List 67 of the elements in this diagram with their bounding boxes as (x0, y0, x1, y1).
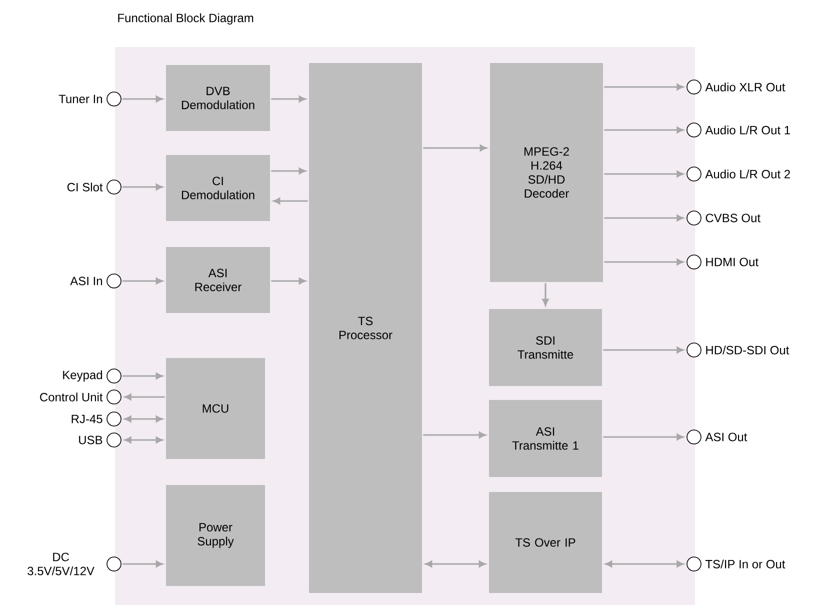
arrow (271, 168, 306, 174)
port-label: CVBS Out (706, 214, 760, 222)
port-circle (106, 556, 122, 572)
block-box: MPEG-2 H.264 SD/HD Decoder (490, 63, 603, 282)
port-circle (106, 368, 122, 384)
block-box: ASI Transmitte 1 (489, 400, 602, 477)
port-circle (686, 122, 702, 138)
port-label: Tuner In (58, 94, 102, 104)
port-label: Audio L/R Out 1 (705, 126, 790, 134)
block-box: TS Processor (309, 63, 422, 593)
port-label: TS/IP In or Out (705, 560, 786, 568)
port-circle (686, 166, 702, 182)
port-circle (106, 274, 122, 288)
block-box: MCU (166, 358, 265, 459)
arrow (604, 258, 684, 266)
port-circle (686, 80, 702, 94)
block-box: CI Demodulation (166, 155, 270, 221)
arrow (542, 283, 549, 306)
arrow (604, 126, 684, 134)
block-box: Power Supply (166, 485, 265, 586)
arrow (271, 278, 306, 284)
arrow (122, 184, 163, 190)
port-label: USB (79, 436, 102, 444)
port-label: ASI Out (705, 432, 748, 442)
port-label: HD/SD-SDI Out (706, 346, 790, 354)
arrow (423, 144, 487, 152)
port-label: RJ-45 (72, 414, 102, 424)
arrow (604, 170, 684, 178)
arrow (603, 434, 684, 440)
port-circle (106, 92, 122, 106)
arrow (122, 96, 163, 102)
arrow (124, 394, 165, 400)
port-label: Audio L/R Out 2 (705, 170, 790, 178)
block-box: TS Over IP (489, 492, 602, 593)
port-circle (686, 210, 702, 226)
port-circle (106, 432, 122, 448)
port-circle (106, 412, 122, 426)
arrow (603, 346, 684, 354)
arrow (605, 560, 684, 568)
port-circle (686, 430, 702, 444)
arrow (604, 214, 684, 222)
arrow (122, 372, 163, 380)
arrow (122, 278, 163, 284)
port-label: Keypad (63, 370, 102, 382)
arrow (124, 416, 163, 422)
port-circle (686, 342, 702, 358)
arrow (122, 560, 163, 568)
diagram-title: Functional Block Diagram (118, 13, 254, 25)
arrow (425, 560, 486, 568)
arrow (423, 432, 486, 438)
port-circle (106, 390, 122, 404)
block-box: DVB Demodulation (166, 65, 270, 131)
arrow (124, 436, 163, 444)
block-box: ASI Receiver (166, 247, 270, 313)
arrow (604, 84, 684, 90)
port-label: Audio XLR Out (705, 82, 786, 92)
port-label: HDMI Out (706, 258, 758, 266)
port-label: ASI In (70, 276, 102, 286)
arrow (271, 96, 306, 102)
arrow (273, 198, 308, 204)
port-circle (686, 254, 702, 270)
block-box: SDI Transmitte (489, 309, 602, 386)
port-circle (106, 180, 122, 194)
port-label: CI Slot (67, 182, 103, 192)
port-label: DC 3.5V/5V/12V (28, 552, 94, 576)
port-circle (686, 556, 702, 572)
port-label: Control Unit (40, 392, 103, 402)
